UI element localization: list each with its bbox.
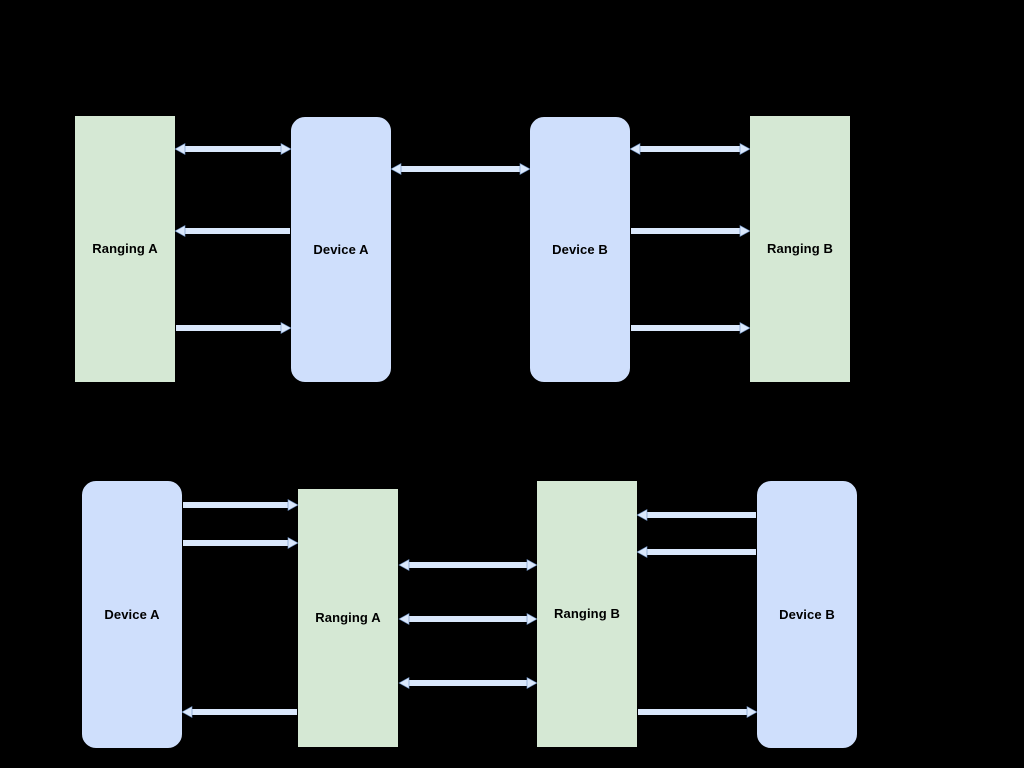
edge-t-e1-both-arrow[interactable] <box>174 142 292 156</box>
edge-t-e5-both-arrow[interactable] <box>629 142 751 156</box>
node-b-device-a[interactable]: Device A <box>82 481 182 748</box>
edge-b-e8-left-arrow[interactable] <box>636 545 756 559</box>
edge-b-e7-left-arrow[interactable] <box>636 508 756 522</box>
edge-t-e2-left-arrow[interactable] <box>174 224 290 238</box>
edge-b-e5-both-arrow[interactable] <box>398 612 538 626</box>
node-t-ranging-a[interactable]: Ranging A <box>75 116 175 382</box>
node-label: Device A <box>104 606 160 622</box>
node-t-ranging-b[interactable]: Ranging B <box>750 116 850 382</box>
node-t-device-a[interactable]: Device A <box>291 117 391 382</box>
edge-t-e6-right-arrow[interactable] <box>631 224 751 238</box>
node-label: Device B <box>552 241 608 257</box>
node-label: Ranging B <box>767 241 833 257</box>
node-label: Ranging B <box>554 606 620 622</box>
node-b-ranging-a[interactable]: Ranging A <box>298 489 398 747</box>
edge-b-e6-both-arrow[interactable] <box>398 676 538 690</box>
edge-b-e1-right-arrow[interactable] <box>183 498 299 512</box>
edge-t-e7-right-arrow[interactable] <box>631 321 751 335</box>
node-label: Device B <box>779 606 835 622</box>
edge-t-e4-both-arrow[interactable] <box>390 162 531 176</box>
node-b-device-b[interactable]: Device B <box>757 481 857 748</box>
node-label: Ranging A <box>315 610 381 626</box>
node-label: Ranging A <box>92 241 158 257</box>
edge-b-e4-both-arrow[interactable] <box>398 558 538 572</box>
node-t-device-b[interactable]: Device B <box>530 117 630 382</box>
edge-t-e3-right-arrow[interactable] <box>176 321 292 335</box>
node-b-ranging-b[interactable]: Ranging B <box>537 481 637 747</box>
edge-b-e9-right-arrow[interactable] <box>638 705 758 719</box>
edge-b-e2-right-arrow[interactable] <box>183 536 299 550</box>
node-label: Device A <box>313 241 369 257</box>
edge-b-e3-left-arrow[interactable] <box>181 705 297 719</box>
